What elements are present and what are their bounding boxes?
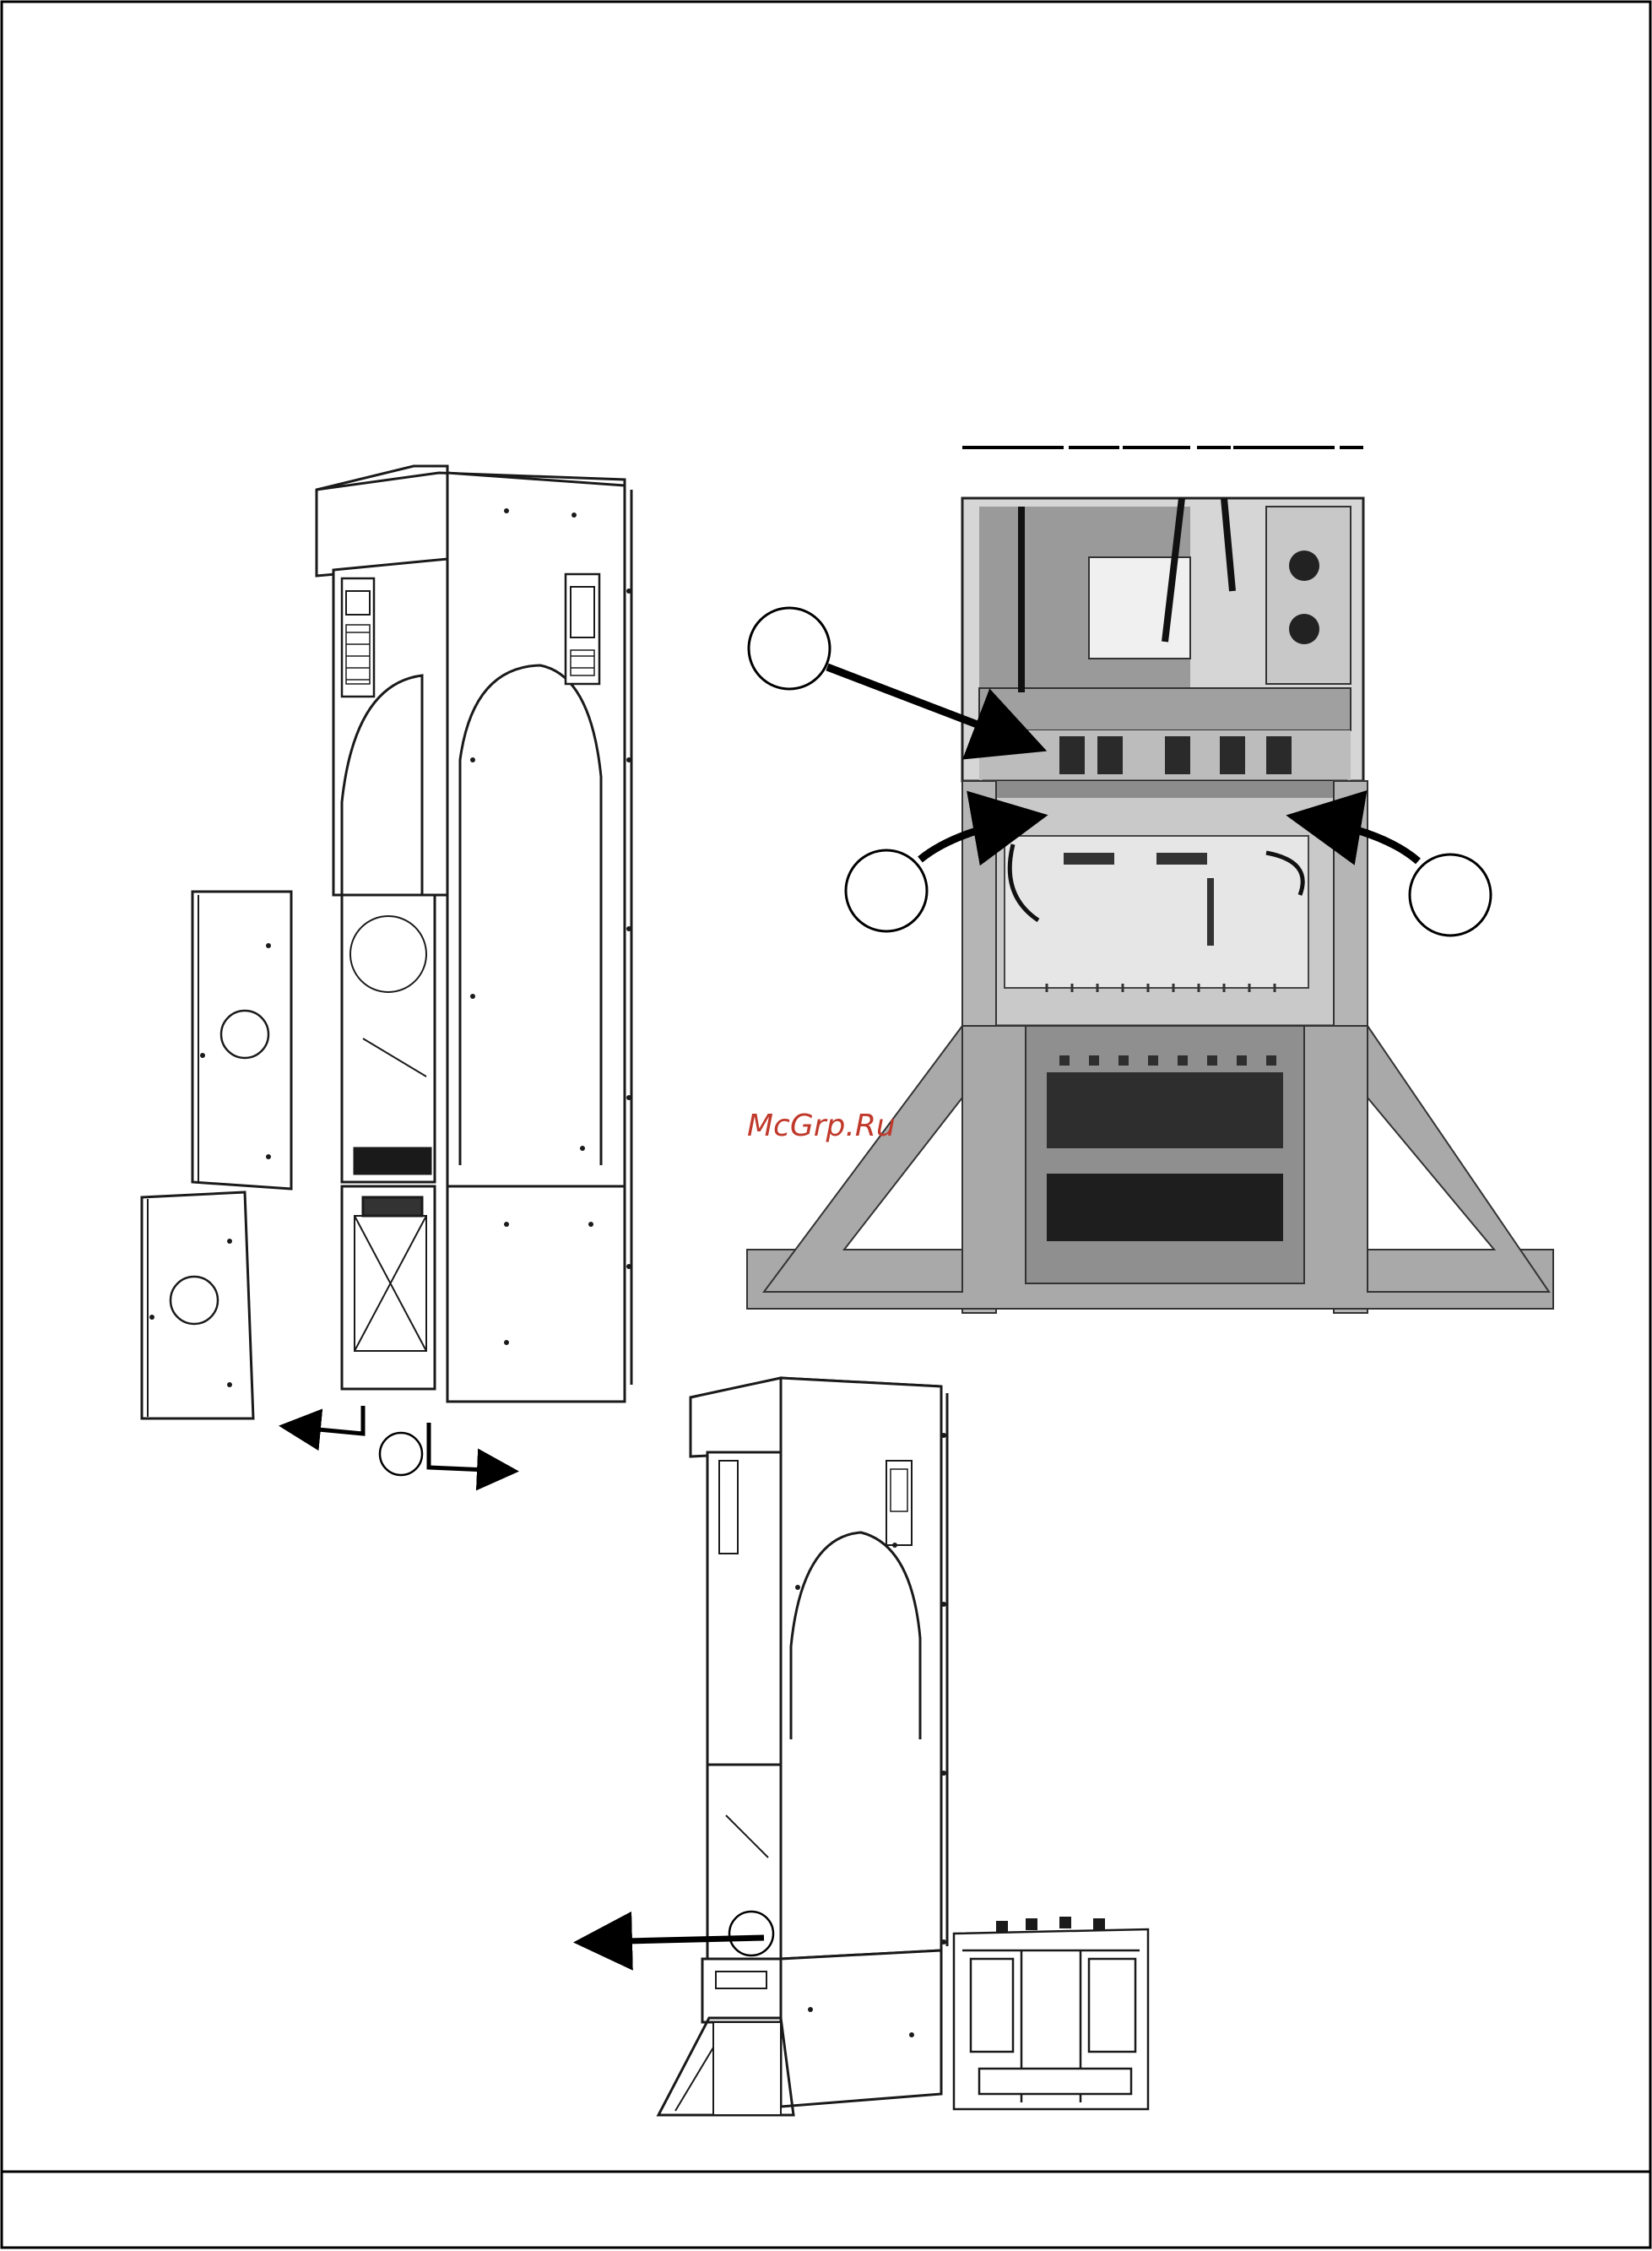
removed-module	[954, 1917, 1148, 2109]
cabinet-drawing-bottom	[658, 1378, 947, 2115]
cabinet-exploded-view	[317, 466, 631, 1402]
callout-side-panel-upper	[221, 1011, 268, 1058]
cabinet-hood	[317, 466, 447, 576]
cabinet-lower-side	[447, 1186, 625, 1402]
callout-side-panel-lower	[171, 1277, 218, 1324]
cabinet-mid-section	[342, 895, 435, 1182]
callout-top-photo	[749, 608, 830, 689]
watermark-text: McGrp.Ru	[747, 1109, 896, 1143]
callout-left-photo	[846, 850, 927, 931]
removed-panel-upper	[192, 892, 291, 1189]
pull-arrow-left	[591, 1938, 764, 1942]
callout-right-photo	[1410, 854, 1491, 936]
removed-panel-lower	[142, 1192, 253, 1418]
callout-cabinet-bottom	[380, 1433, 422, 1475]
